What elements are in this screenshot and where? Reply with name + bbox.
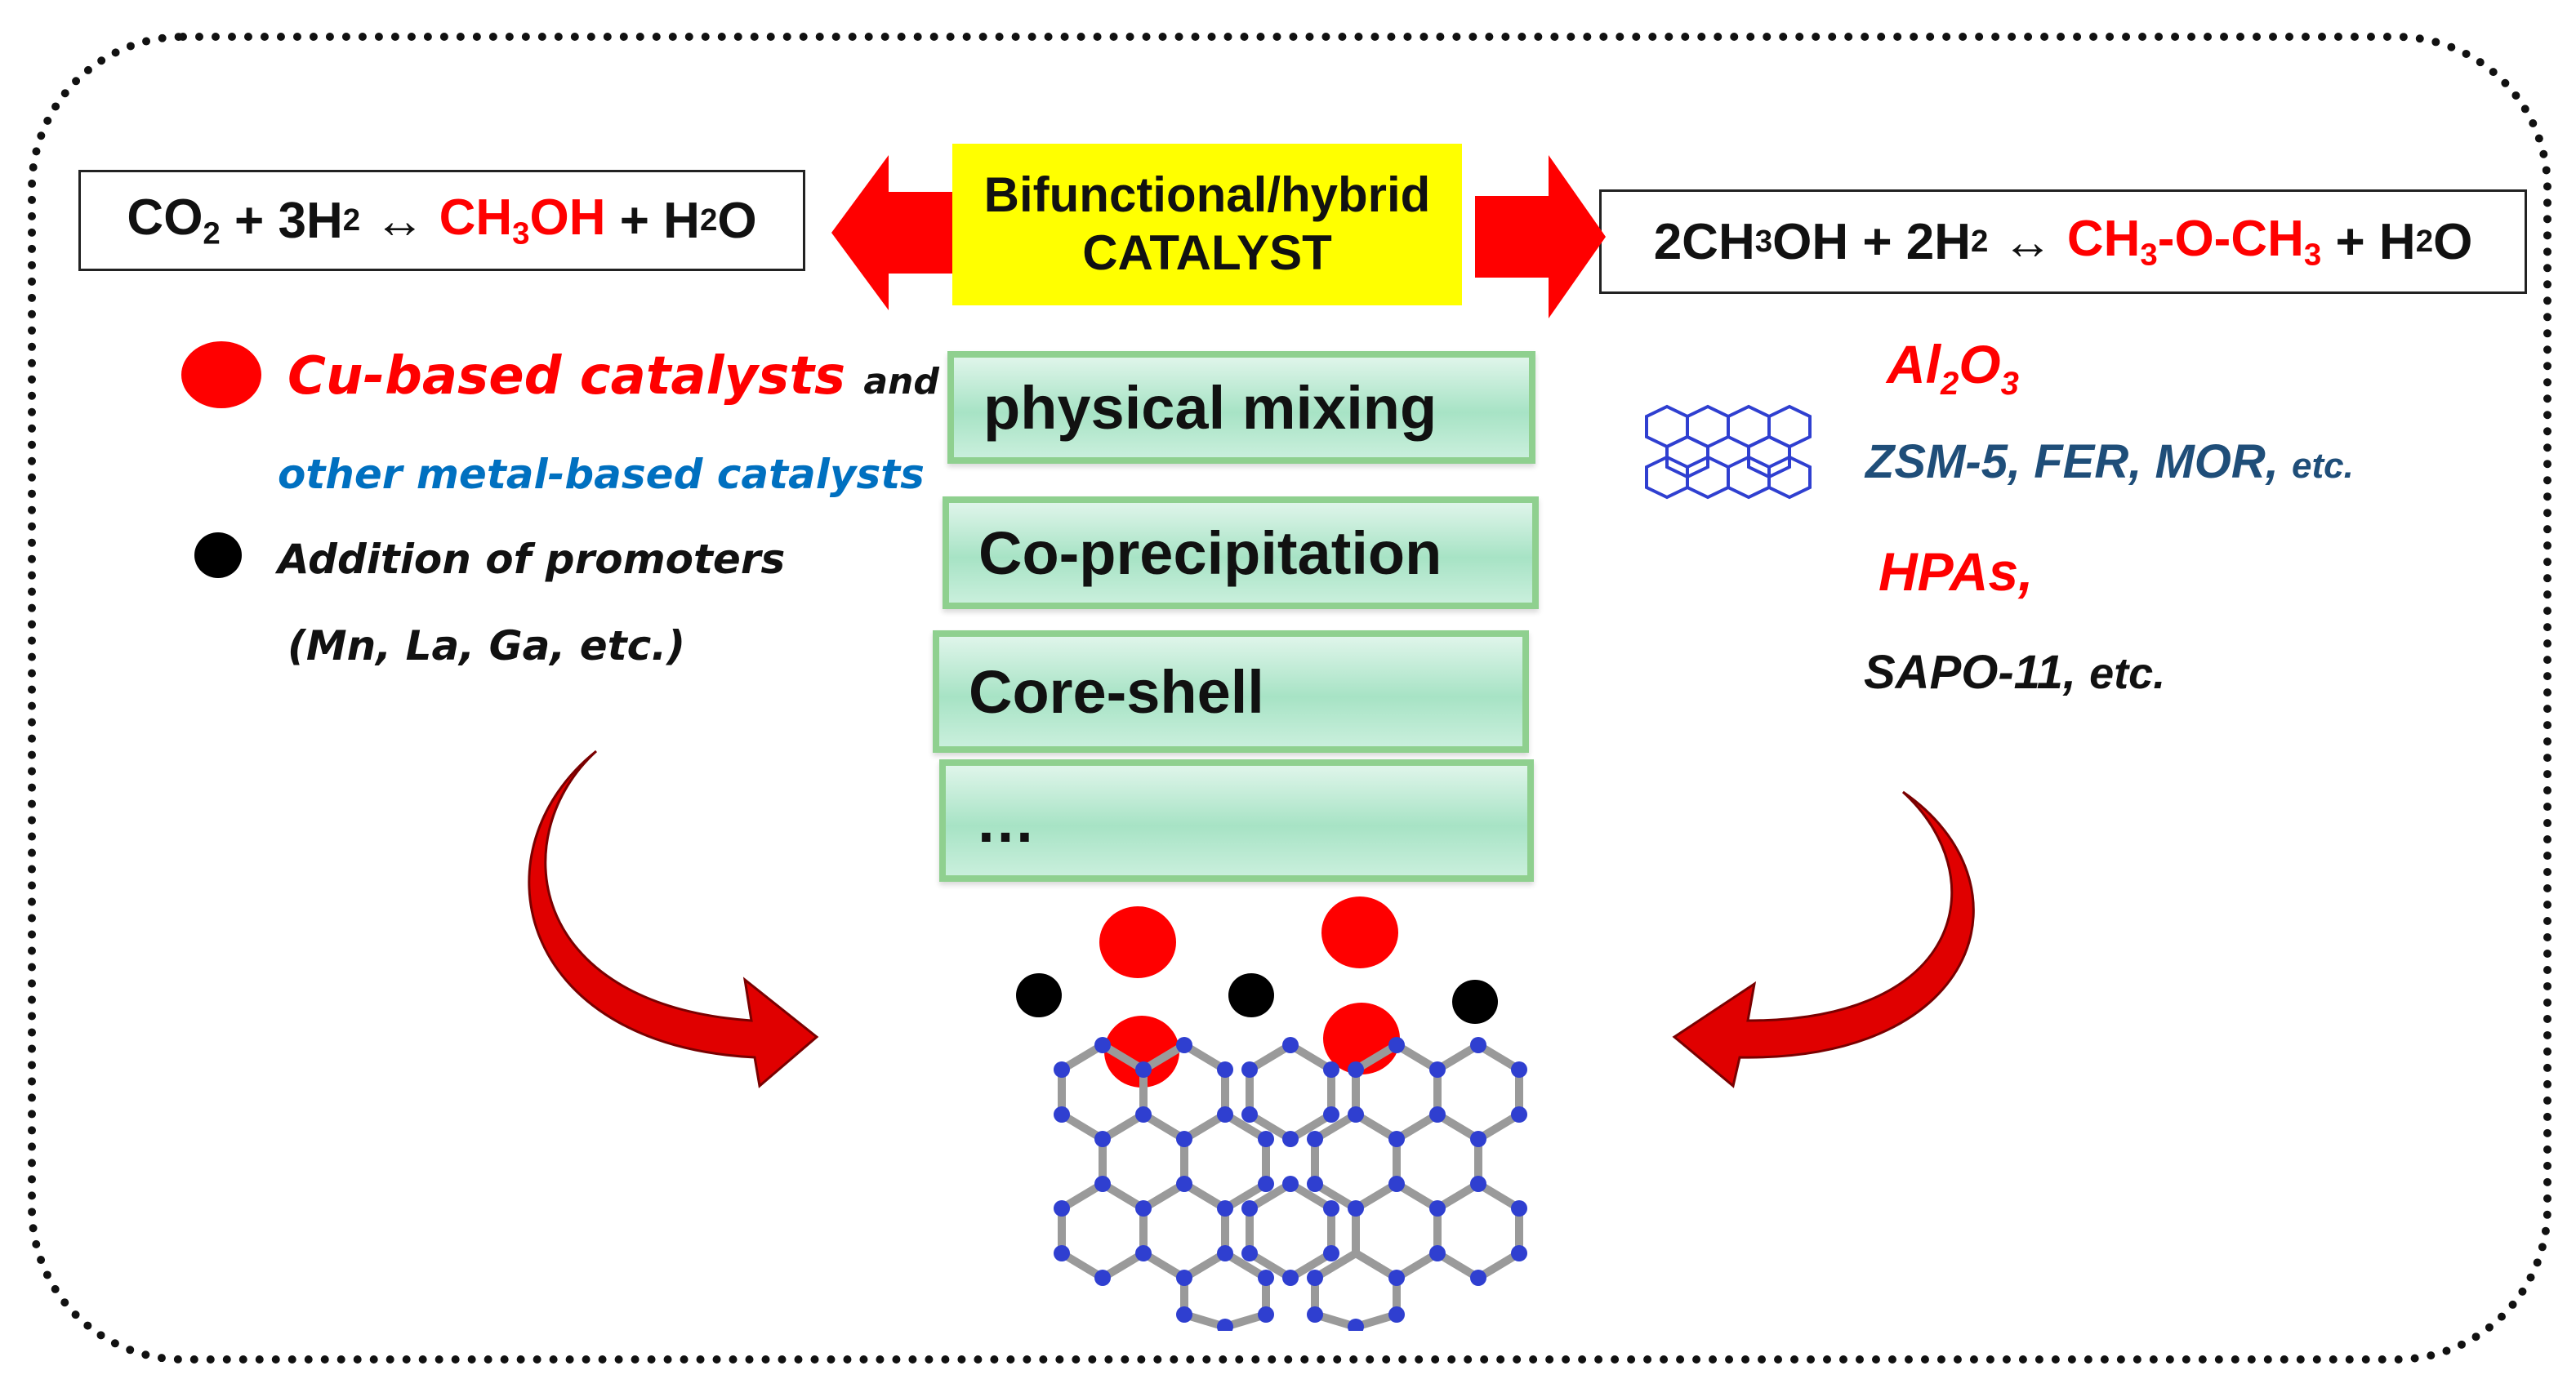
promoter-black-dot [194,532,242,578]
method-label: Co-precipitation [978,518,1442,587]
left-curved-arrow [528,750,819,1088]
dotted-border-frame [28,33,2551,1364]
eq-h-sub: 2 [342,202,361,238]
promoters-label: Addition of promoters [278,536,786,583]
method-label: physical mixing [983,373,1437,442]
right-curved-arrow [1672,790,1975,1088]
eq-r-arrow: ↔ [2002,213,2053,270]
eq-r-o: O [2433,213,2473,270]
method-core-shell: Core-shell [933,630,1529,753]
small-zeolite-icon [1645,404,1812,500]
red-particle [1099,906,1176,978]
eq-h2o-sub: 2 [699,202,718,238]
eq-dme: CH3-O-CH3 [2066,211,2322,273]
catalyst-line1: Bifunctional/hybrid [983,167,1431,222]
eq-plus-3h: + 3H [234,192,343,249]
eq-r-plus-h: + H [2335,213,2416,270]
sapo-label: SAPO-11, etc. [1864,646,2166,699]
black-particle [1228,973,1274,1017]
red-particle [1321,896,1398,968]
catalyst-box: Bifunctional/hybrid CATALYST [952,144,1462,305]
eq-r-prefix: 2CH [1653,213,1755,270]
right-red-arrow [1475,155,1606,318]
hpas-label: HPAs, [1879,541,2034,602]
eq-r-s2: 2 [1971,224,1989,259]
alumina-label: Al2O3 [1887,334,2019,403]
eq-methanol: CH3OH [439,189,606,251]
zeolites-label: ZSM-5, FER, MOR, etc. [1865,435,2354,488]
method-ellipsis: … [939,759,1534,882]
method-co-precipitation: Co-precipitation [943,496,1539,609]
eq-r-oh: OH + 2H [1772,213,1972,270]
eq-plus-h: + H [619,192,700,249]
eq-co2: CO2 [127,189,221,251]
left-red-arrow [831,155,962,310]
zeolite-framework [1054,1037,1527,1331]
catalyst-line2: CATALYST [1082,225,1332,280]
black-particle [1016,973,1062,1017]
method-physical-mixing: physical mixing [947,351,1535,464]
other-metal-label: other metal-based catalysts [278,451,925,498]
cu-based-label: Cu-based catalysts and [287,346,939,407]
black-particle [1452,980,1498,1024]
method-label: Core-shell [969,657,1264,726]
eq-r-s5: 2 [2415,224,2434,259]
eq-r-s1: 3 [1754,224,1773,259]
eq-o: O [717,192,757,249]
cu-red-dot [181,341,261,408]
eq-arrow: ↔ [374,192,426,249]
method-label: … [975,786,1036,855]
promoter-examples-label: (Mn, La, Ga, etc.) [287,622,686,670]
